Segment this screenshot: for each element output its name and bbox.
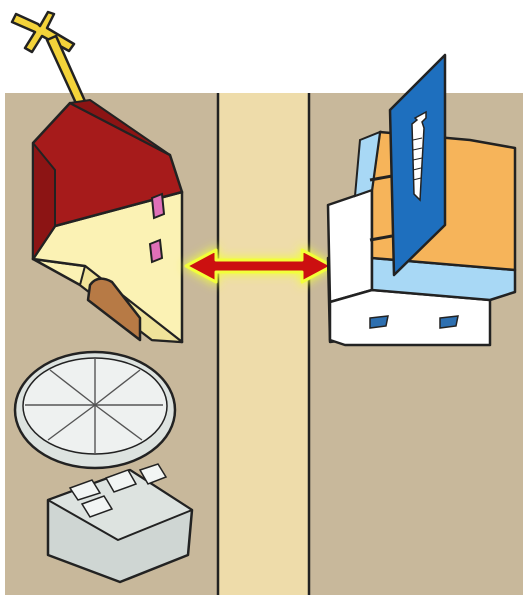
clinic-building-icon	[326, 53, 517, 347]
cross-icon	[10, 10, 90, 114]
syringe-sign-icon	[388, 53, 447, 277]
road	[218, 93, 309, 595]
gazebo-icon	[13, 350, 194, 584]
church-icon	[10, 10, 184, 344]
